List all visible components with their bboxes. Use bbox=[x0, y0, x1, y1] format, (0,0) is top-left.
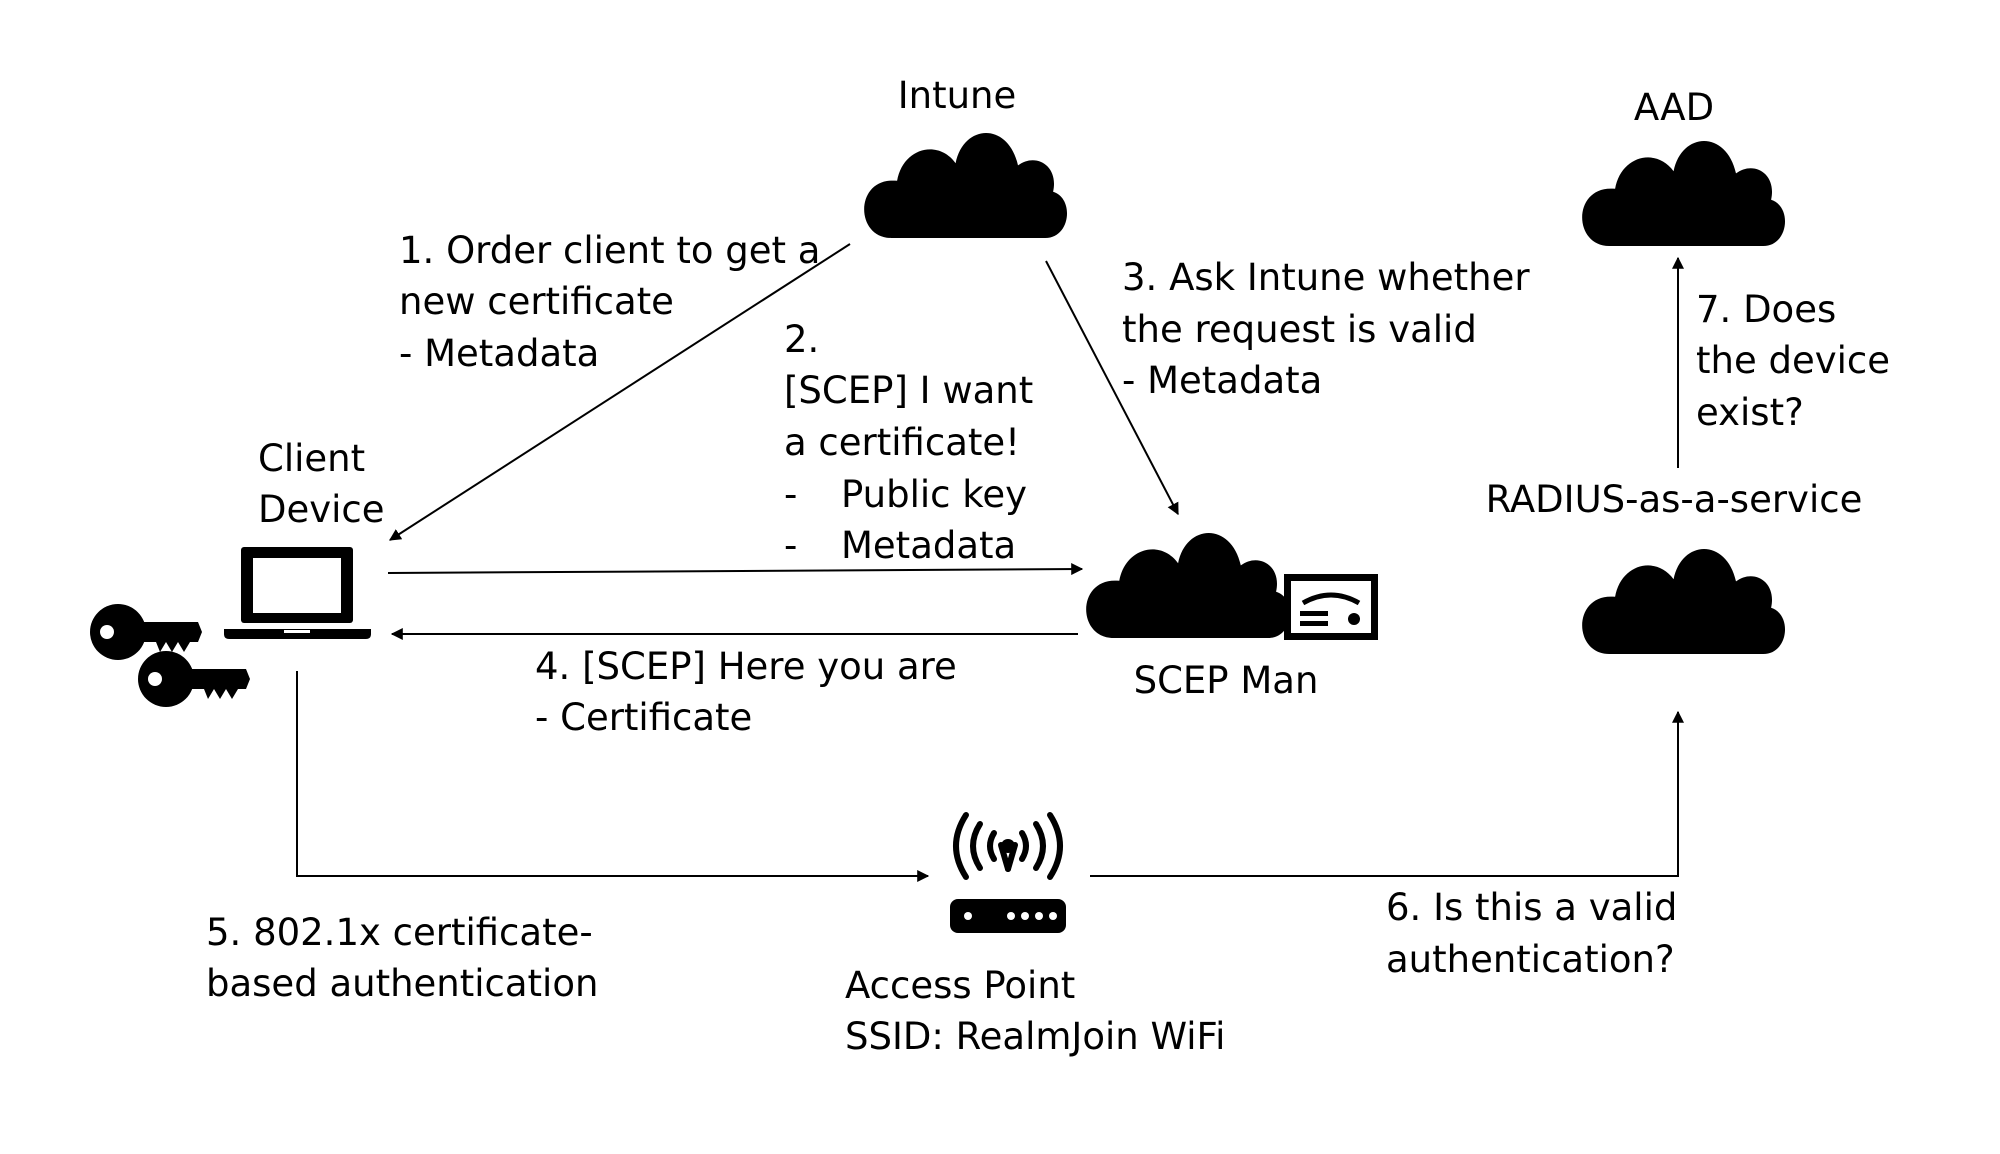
aad-label: AAD bbox=[1634, 86, 1714, 129]
radius-label: RADIUS-as-a-service bbox=[1486, 478, 1863, 521]
step7-label: 7. Does the device exist? bbox=[1696, 288, 1890, 434]
step2-bullet1: - bbox=[784, 473, 797, 516]
client-device-label-line2: Device bbox=[258, 488, 385, 531]
intune-label: Intune bbox=[898, 74, 1017, 117]
step1-line3: - Metadata bbox=[399, 332, 599, 375]
step2-line5: Metadata bbox=[841, 524, 1016, 567]
certificate-icon bbox=[1284, 574, 1378, 640]
radius-cloud-icon bbox=[1582, 548, 1786, 654]
arrow-step2-client-to-scepman bbox=[387, 563, 1084, 576]
step3-line3: - Metadata bbox=[1122, 359, 1322, 402]
step1-label: 1. Order client to get a new certificate… bbox=[399, 229, 820, 375]
step3-line2: the request is valid bbox=[1122, 308, 1477, 351]
step4-label: 4. [SCEP] Here you are - Certificate bbox=[535, 645, 957, 739]
wifi-router-icon bbox=[950, 812, 1066, 933]
step4-line2: - Certificate bbox=[535, 696, 752, 739]
arrow-step3-intune-to-scepman bbox=[1045, 260, 1179, 516]
step7-line3: exist? bbox=[1696, 391, 1804, 434]
step6-line1: 6. Is this a valid bbox=[1386, 886, 1677, 929]
step5-line1: 5. 802.1x certificate- bbox=[206, 911, 593, 954]
arrow-step6-ap-to-radius bbox=[1090, 710, 1684, 877]
access-point-label-line1: Access Point bbox=[845, 964, 1075, 1007]
step2-line1: 2. bbox=[784, 318, 819, 361]
access-point-label-line2: SSID: RealmJoin WiFi bbox=[845, 1015, 1225, 1058]
step2-line4: Public key bbox=[841, 473, 1027, 516]
key-icon bbox=[138, 651, 250, 707]
step2-line3: a certificate! bbox=[784, 421, 1020, 464]
scepman-cloud-icon bbox=[1086, 532, 1291, 638]
step4-line1: 4. [SCEP] Here you are bbox=[535, 645, 957, 688]
step3-label: 3. Ask Intune whether the request is val… bbox=[1122, 256, 1530, 402]
key-icon bbox=[90, 604, 202, 660]
step2-label: 2. [SCEP] I want a certificate! - Public… bbox=[784, 318, 1033, 567]
scepman-label: SCEP Man bbox=[1134, 659, 1319, 702]
step7-line1: 7. Does bbox=[1696, 288, 1836, 331]
step7-line2: the device bbox=[1696, 339, 1890, 382]
intune-cloud-icon bbox=[864, 132, 1068, 238]
step2-bullet2: - bbox=[784, 524, 797, 567]
arrow-step5-client-to-ap bbox=[296, 671, 930, 882]
client-device-label-line1: Client bbox=[258, 437, 365, 480]
step6-line2: authentication? bbox=[1386, 938, 1675, 981]
step3-line1: 3. Ask Intune whether bbox=[1122, 256, 1530, 299]
step5-label: 5. 802.1x certificate- based authenticat… bbox=[206, 911, 598, 1005]
step1-line2: new certificate bbox=[399, 280, 674, 323]
step5-line2: based authentication bbox=[206, 962, 598, 1005]
step6-label: 6. Is this a valid authentication? bbox=[1386, 886, 1677, 981]
step2-line2: [SCEP] I want bbox=[784, 369, 1033, 412]
laptop-icon bbox=[224, 547, 371, 639]
arrow-step1-intune-to-client bbox=[388, 243, 851, 541]
step1-line1: 1. Order client to get a bbox=[399, 229, 820, 272]
aad-cloud-icon bbox=[1582, 140, 1786, 246]
arrows bbox=[296, 243, 1684, 882]
